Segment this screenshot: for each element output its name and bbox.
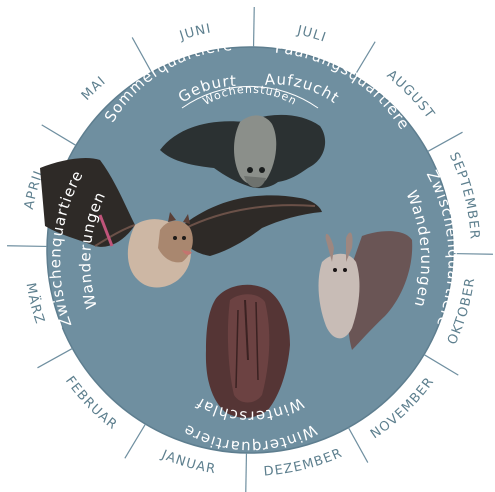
month-divider: [246, 453, 247, 492]
month-divider: [7, 246, 47, 247]
month-divider: [254, 7, 255, 47]
